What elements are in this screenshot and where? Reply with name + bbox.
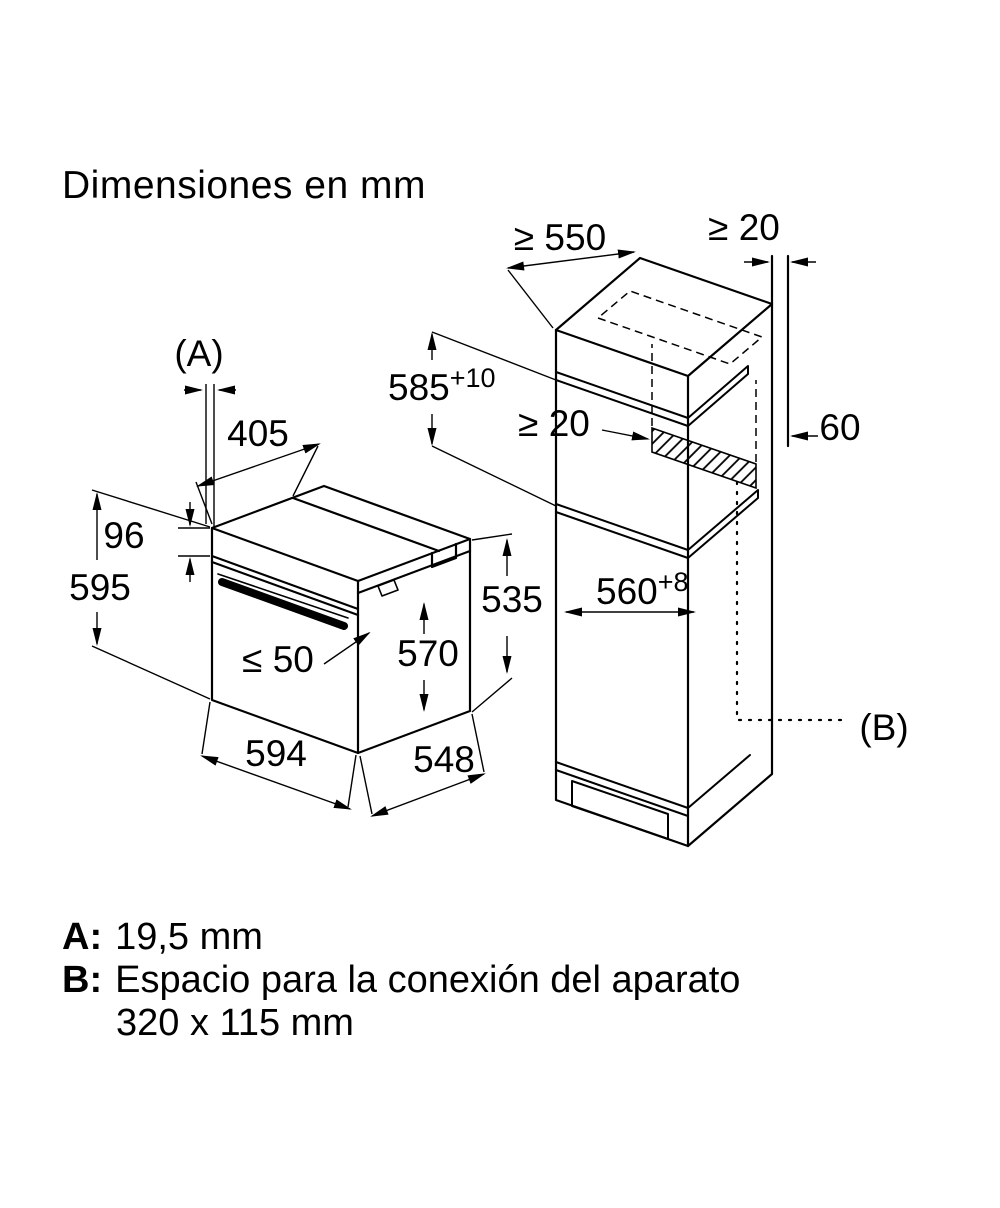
dim-405-line: [196, 443, 321, 487]
legend-value-a: 19,5 mm: [115, 916, 263, 958]
legend-value-b-line2: 320 x 115 mm: [116, 1002, 354, 1044]
oven-control-panel-lines: [210, 554, 360, 617]
cabinet-shelf-middle: [555, 489, 759, 559]
cabinet-hidden-lines: [596, 290, 764, 462]
label-oven-top-depth: 405: [227, 413, 289, 454]
legend-key-a: A:: [62, 916, 103, 958]
oven-outline: [210, 484, 472, 755]
cabinet-shelf-top: [555, 365, 749, 427]
label-oven-panel-height: 96: [103, 515, 144, 556]
legend: A: 19,5 mm B: Espacio para la conexión del…: [62, 916, 740, 1045]
label-oven-depth: 548: [413, 739, 475, 780]
label-oven-body-depth: 570: [397, 633, 459, 674]
label-niche-depth: 560+8: [596, 567, 689, 612]
label-oven-right-height: 535: [481, 579, 543, 620]
legend-item-a: A: 19,5 mm: [62, 916, 740, 959]
label-vent-gap: ≥ 20: [518, 403, 590, 444]
cabinet-outline: [554, 254, 790, 848]
oven-dimension-lines: [91, 384, 513, 817]
dim-550-line: [506, 249, 636, 271]
label-oven-width: 594: [245, 733, 307, 774]
oven-door-handle: [218, 578, 348, 630]
dim-20-vent-leader: [601, 429, 650, 441]
dim-594-line: [200, 755, 352, 810]
dim-548-line: [370, 773, 486, 817]
label-cabinet-rear-gap: ≥ 20: [708, 207, 780, 248]
dim-a-extension-lines: [205, 384, 215, 527]
vent-cutout-hatch: [651, 426, 757, 490]
cabinet-dimension-lines: [427, 249, 818, 617]
oven-handle-edge: [217, 573, 349, 619]
label-marker-a: (A): [174, 333, 223, 374]
oven-top-notch: [430, 542, 458, 569]
label-vent-depth: 60: [819, 407, 860, 448]
b-leader-dotted: [735, 480, 850, 722]
label-cabinet-min-depth: ≥ 550: [514, 217, 606, 258]
dim-50-leader: [323, 631, 371, 665]
legend-item-b: B: Espacio para la conexión del aparato: [62, 959, 740, 1002]
label-oven-door-gap: ≤ 50: [242, 639, 314, 680]
label-marker-b: (B): [859, 707, 908, 748]
legend-key-b: B:: [62, 959, 103, 1001]
page-title: Dimensiones en mm: [62, 164, 426, 207]
cabinet-shelf-bottom: [555, 754, 751, 817]
dimension-labels: (A) 405 96 595 535 ≤ 50 570 594 548 ≥ 55…: [69, 207, 909, 780]
cabinet-plinth: [571, 780, 669, 840]
legend-value-b: Espacio para la conexión del aparato: [115, 959, 741, 1001]
oven-side-grip: [377, 579, 399, 597]
label-oven-height: 595: [69, 567, 131, 608]
legend-item-b-line2: 320 x 115 mm: [62, 1002, 740, 1045]
label-niche-height: 585+10: [388, 363, 496, 408]
